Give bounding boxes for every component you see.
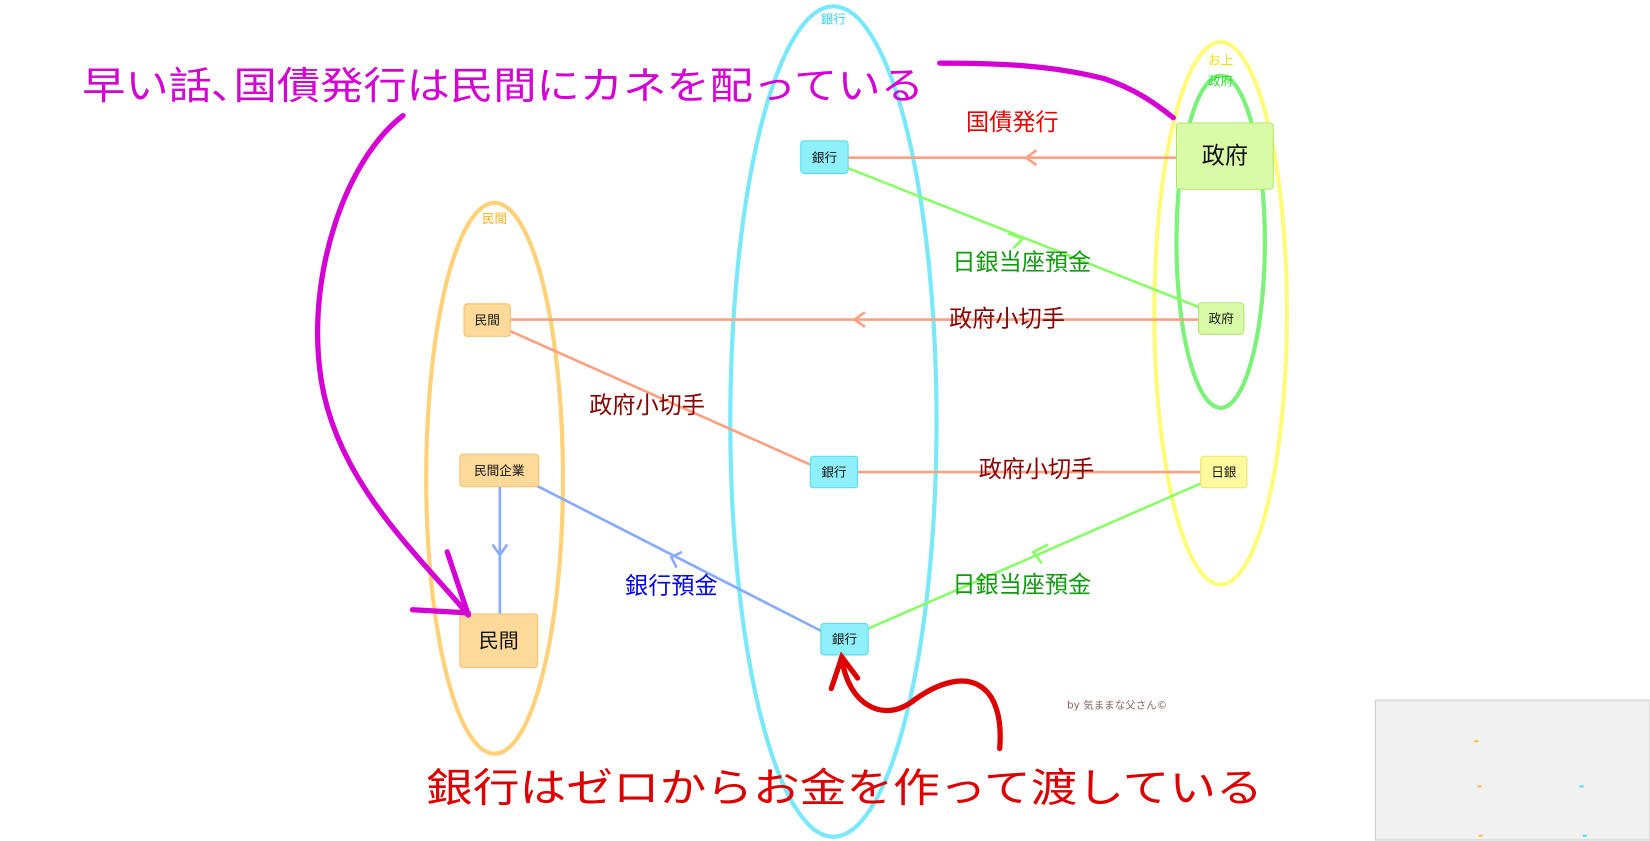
minimap[interactable]	[1374, 699, 1650, 841]
node-bank-bottom[interactable]: 銀行	[820, 622, 869, 656]
group-private-ellipse	[424, 200, 566, 756]
magenta-arrow-to-private	[315, 113, 471, 618]
node-bank-mid[interactable]: 銀行	[809, 455, 859, 489]
node-label: 民間企業	[474, 463, 525, 478]
node-label: 民間	[479, 629, 519, 653]
edge-label-boj-deposit-2: 日銀当座預金	[952, 573, 1091, 599]
node-private-bottom[interactable]: 民間	[459, 613, 539, 669]
node-label: 銀行	[821, 465, 847, 480]
group-private-label: 民間	[482, 211, 507, 226]
node-label: 政府	[1202, 144, 1248, 170]
group-government-label: 政府	[1208, 73, 1233, 88]
credit-text: by 気ままな父さん©	[1067, 698, 1167, 711]
node-private-mid[interactable]: 民間	[463, 303, 511, 337]
edge-bank-deposit[interactable]	[536, 484, 822, 632]
edge-gov-check-2[interactable]	[509, 329, 811, 466]
edge-label-bank-deposit: 銀行預金	[625, 574, 718, 600]
edge-label-gov-check-1: 政府小切手	[949, 307, 1065, 333]
group-bank-label: 銀行	[821, 11, 847, 26]
node-gov-mid[interactable]: 政府	[1198, 302, 1245, 335]
node-gov-top[interactable]: 政府	[1175, 122, 1274, 190]
node-label: 銀行	[812, 150, 838, 165]
group-authority-label: お上	[1208, 52, 1233, 67]
node-private-company[interactable]: 民間企業	[459, 453, 540, 488]
node-boj[interactable]: 日銀	[1200, 455, 1248, 489]
node-label: 政府	[1209, 311, 1234, 326]
edge-label-boj-deposit-1: 日銀当座預金	[952, 250, 1091, 276]
annotation-bottom: 銀行はゼロからお金を作って渡している	[426, 765, 1263, 811]
edge-boj-deposit-2[interactable]	[867, 482, 1202, 630]
edge-label-gov-check-3: 政府小切手	[979, 457, 1095, 483]
group-bank-ellipse	[728, 4, 939, 839]
magenta-arrow-to-government	[937, 60, 1176, 121]
node-label: 民間	[475, 313, 500, 328]
group-authority-ellipse	[1152, 39, 1290, 587]
group-government-ellipse	[1174, 73, 1267, 410]
node-bank-top[interactable]: 銀行	[800, 140, 849, 174]
edge-label-gov-check-2: 政府小切手	[589, 393, 705, 419]
node-label: 銀行	[832, 632, 858, 647]
node-label: 日銀	[1211, 465, 1237, 480]
red-arrow-to-bank	[839, 654, 1003, 752]
edge-label-bond-issue: 国債発行	[966, 110, 1059, 136]
annotation-top: 早い話､国債発行は民間にカネを配っている	[82, 64, 924, 108]
